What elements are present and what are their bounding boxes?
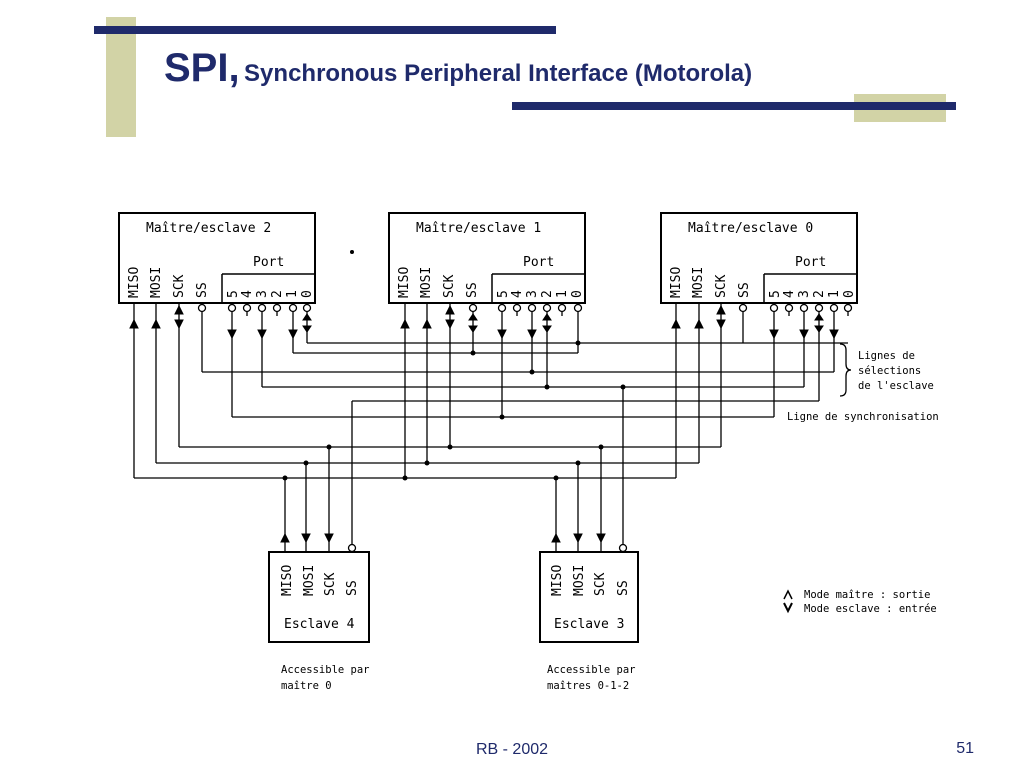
footer-text: RB - 2002	[475, 741, 549, 758]
port-pin-0: 0	[842, 290, 857, 298]
master-vertical-wires	[133, 303, 849, 478]
pin-label-miso: MISO	[127, 267, 142, 298]
port-pin-1: 1	[555, 290, 570, 298]
legend: Mode maître : sortie Mode esclave : entr…	[783, 589, 937, 615]
master-box-1: Maître/esclave 1 Port MISO MOSI SCK SS 5…	[388, 212, 586, 304]
port-pin-4: 4	[240, 290, 255, 298]
page-number: 51	[956, 740, 974, 757]
accent-bar-top	[94, 26, 556, 34]
slave-box-3: MISO MOSI SCK SS Esclave 3	[539, 551, 639, 643]
port-pin-5: 5	[226, 290, 241, 298]
slave-title: Esclave 4	[284, 617, 355, 632]
junction-dots	[282, 250, 626, 481]
pin-terminals	[197, 303, 853, 553]
accent-block-left	[106, 17, 136, 137]
pin-label-sck: SCK	[714, 274, 729, 298]
legend-master: Mode maître : sortie	[804, 589, 930, 601]
port-pin-0: 0	[300, 290, 315, 298]
accent-bar-bottom	[512, 102, 956, 110]
pin-label-ss: SS	[195, 282, 210, 298]
slave3-note-line2: maîtres 0-1-2	[547, 680, 629, 692]
port-pin-2: 2	[812, 290, 827, 298]
master-box-2: Maître/esclave 2 Port MISO MOSI SCK SS 5…	[118, 212, 316, 304]
slave-title: Esclave 3	[554, 617, 624, 632]
pin-label-miso: MISO	[280, 565, 295, 596]
pin-label-sck: SCK	[172, 274, 187, 298]
pin-label-sck: SCK	[323, 572, 338, 596]
pin-label-ss: SS	[737, 282, 752, 298]
port-label: Port	[523, 255, 554, 270]
pin-label-mosi: MOSI	[572, 565, 587, 596]
pin-label-mosi: MOSI	[419, 267, 434, 298]
slave4-note-line2: maître 0	[281, 680, 332, 692]
pin-label-mosi: MOSI	[302, 565, 317, 596]
legend-down-arrow-icon	[783, 602, 793, 614]
title-sub: Synchronous Peripheral Interface (Motoro…	[244, 60, 753, 87]
legend-up-arrow-icon	[783, 589, 793, 600]
slave-vertical-wires	[284, 387, 624, 552]
selection-label-line3: de l'esclave	[858, 380, 934, 392]
slave-box-4: MISO MOSI SCK SS Esclave 4	[268, 551, 370, 643]
port-label: Port	[795, 255, 826, 270]
port-pin-3: 3	[797, 290, 812, 298]
sync-line-label: Ligne de synchronisation	[787, 411, 939, 423]
pin-label-miso: MISO	[397, 267, 412, 298]
slave4-note-line1: Accessible par	[281, 664, 370, 676]
port-pin-1: 1	[285, 290, 300, 298]
selection-label-line1: Lignes de	[858, 350, 915, 362]
master-title: Maître/esclave 1	[416, 221, 541, 236]
pin-label-ss: SS	[465, 282, 480, 298]
pin-label-sck: SCK	[442, 274, 457, 298]
pin-label-mosi: MOSI	[149, 267, 164, 298]
pin-label-miso: MISO	[669, 267, 684, 298]
pin-label-mosi: MOSI	[691, 267, 706, 298]
bus-wires	[134, 342, 848, 479]
port-pin-4: 4	[782, 290, 797, 298]
pin-label-ss: SS	[616, 580, 631, 596]
direction-arrows	[129, 304, 839, 544]
port-pin-5: 5	[768, 290, 783, 298]
port-pin-0: 0	[570, 290, 585, 298]
master-title: Maître/esclave 2	[146, 221, 271, 236]
master-box-0: Maître/esclave 0 Port MISO MOSI SCK SS 5…	[660, 212, 858, 304]
pin-label-sck: SCK	[593, 572, 608, 596]
port-pin-5: 5	[496, 290, 511, 298]
selection-label-line2: sélections	[858, 365, 921, 377]
selection-brace	[839, 343, 852, 397]
port-pin-2: 2	[540, 290, 555, 298]
pin-label-ss: SS	[345, 580, 360, 596]
title-main: SPI,	[164, 46, 240, 90]
port-pin-4: 4	[510, 290, 525, 298]
port-label: Port	[253, 255, 284, 270]
slide-title: SPI, Synchronous Peripheral Interface (M…	[164, 46, 752, 91]
port-pin-3: 3	[525, 290, 540, 298]
port-pin-2: 2	[270, 290, 285, 298]
port-pin-3: 3	[255, 290, 270, 298]
slave3-note-line1: Accessible par	[547, 664, 636, 676]
legend-slave: Mode esclave : entrée	[804, 603, 937, 615]
port-pin-1: 1	[827, 290, 842, 298]
pin-label-miso: MISO	[550, 565, 565, 596]
master-title: Maître/esclave 0	[688, 221, 813, 236]
